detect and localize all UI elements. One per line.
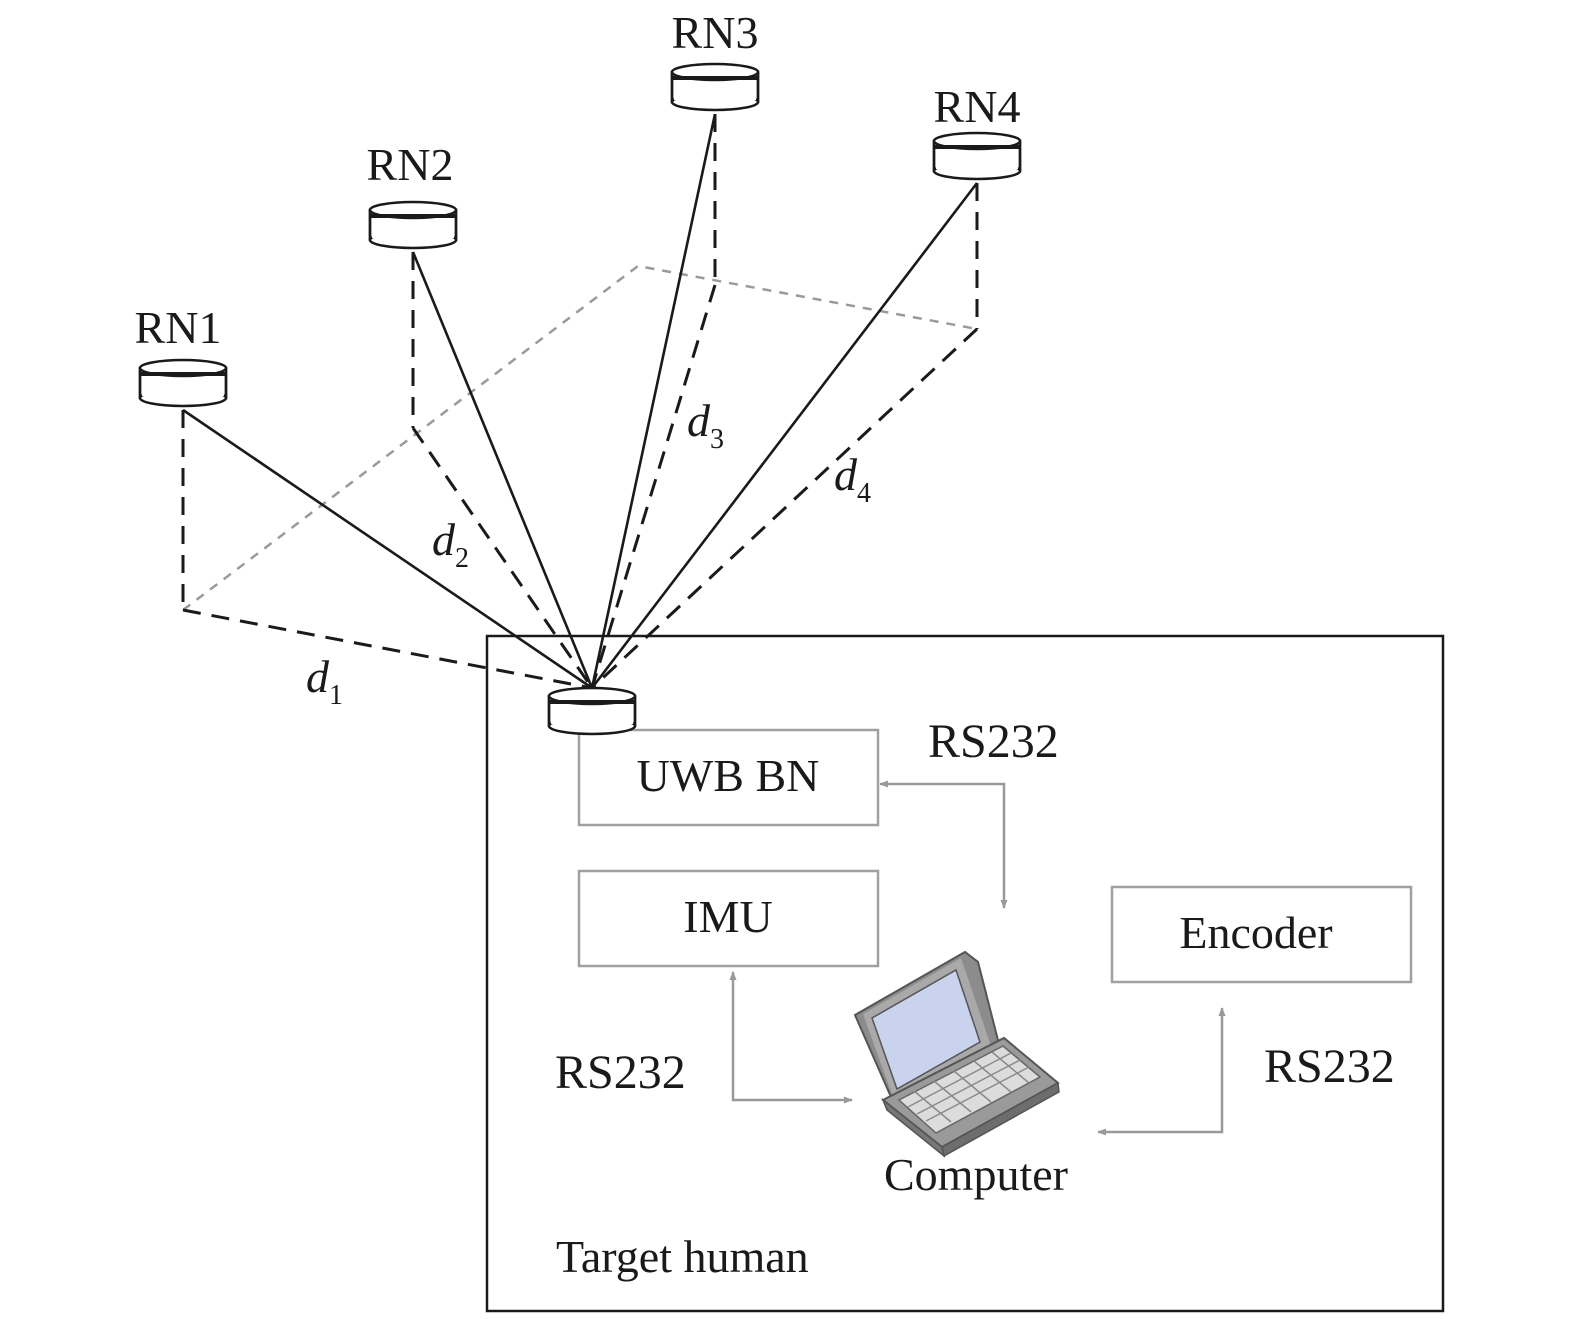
rn3-label: RN3: [672, 7, 759, 58]
horizontal-distance-lines: [182, 284, 979, 690]
rn4-label: RN4: [934, 81, 1021, 132]
d1-line: [182, 608, 593, 690]
imu-rs232-label: RS232: [555, 1046, 686, 1099]
d2-label: d2: [432, 514, 469, 574]
computer-label: Computer: [884, 1149, 1068, 1200]
imu-box: [577, 869, 880, 968]
base-node-icon: [547, 686, 637, 736]
uwb-computer-link: [879, 780, 1008, 909]
d3-line: [590, 284, 717, 689]
rn1-label: RN1: [135, 302, 222, 353]
uwb-bn-label: UWB BN: [637, 750, 820, 801]
laptop-icon: [853, 950, 1060, 1158]
target-human-label: Target human: [556, 1231, 809, 1282]
rn2-node-icon: [368, 200, 458, 250]
floor-plane: [182, 264, 978, 611]
range-lines: [182, 113, 979, 690]
d3-label: d3: [687, 395, 724, 455]
rn1-node-icon: [138, 358, 228, 408]
d4-line: [590, 327, 979, 690]
uwb-bn-box: [577, 728, 880, 827]
encoder-label: Encoder: [1179, 907, 1332, 958]
encoder-computer-link: [1097, 1007, 1226, 1136]
target-human-box: [485, 634, 1445, 1313]
uwb-rs232-label: RS232: [928, 715, 1059, 768]
rn3-node-icon: [670, 62, 760, 112]
imu-label: IMU: [683, 891, 772, 942]
d2-line: [411, 427, 594, 689]
rn4-node-icon: [932, 131, 1022, 181]
rn2-label: RN2: [367, 139, 454, 190]
encoder-rs232-label: RS232: [1264, 1040, 1395, 1093]
d1-label: d1: [306, 651, 343, 711]
encoder-box: [1110, 885, 1413, 984]
d4-label: d4: [834, 449, 871, 509]
projection-lines: [181, 114, 979, 610]
imu-computer-link: [729, 971, 853, 1104]
